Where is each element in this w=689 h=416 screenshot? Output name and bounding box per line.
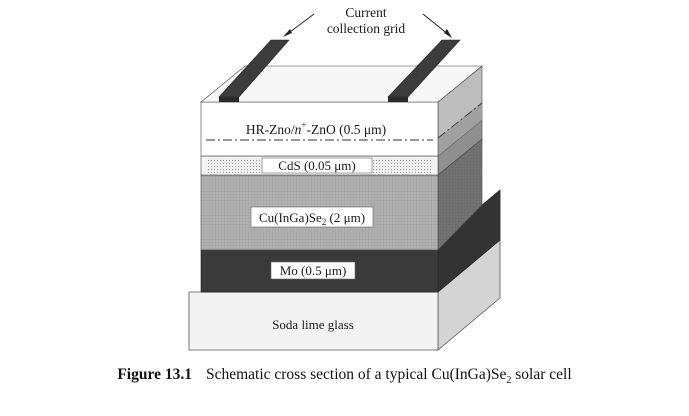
label-cigs-layer: Cu(InGa)Se2 (2 μm) <box>259 210 365 227</box>
grid-finger-right <box>387 39 461 102</box>
label-zno-layer: HR-Zno/n+-ZnO (0.5 μm) <box>246 120 386 137</box>
label-box-cigs <box>250 206 374 228</box>
figure-caption: Figure 13.1 Schematic cross section of a … <box>0 366 689 386</box>
label-box-mo <box>270 261 356 280</box>
grid-finger-left <box>218 39 290 102</box>
caption-number: Figure 13.1 <box>117 366 192 383</box>
mo-layer <box>200 189 501 293</box>
caption-text-end: solar cell <box>511 366 572 383</box>
callout-line-1: Current <box>345 5 386 20</box>
caption-text: Schematic cross section of a typical Cu(… <box>205 366 507 383</box>
callout-line-2: collection grid <box>327 21 406 36</box>
label-substrate-layer: Soda lime glass <box>272 317 354 332</box>
label-box-cds <box>261 157 373 174</box>
callout-arrow-right <box>422 13 452 38</box>
label-cds-layer: CdS (0.05 μm) <box>278 158 355 173</box>
caption-subscript: 2 <box>506 375 512 387</box>
substrate-layer <box>188 239 501 351</box>
label-mo-layer: Mo (0.5 μm) <box>280 263 347 278</box>
callout-arrow-left <box>283 13 315 37</box>
